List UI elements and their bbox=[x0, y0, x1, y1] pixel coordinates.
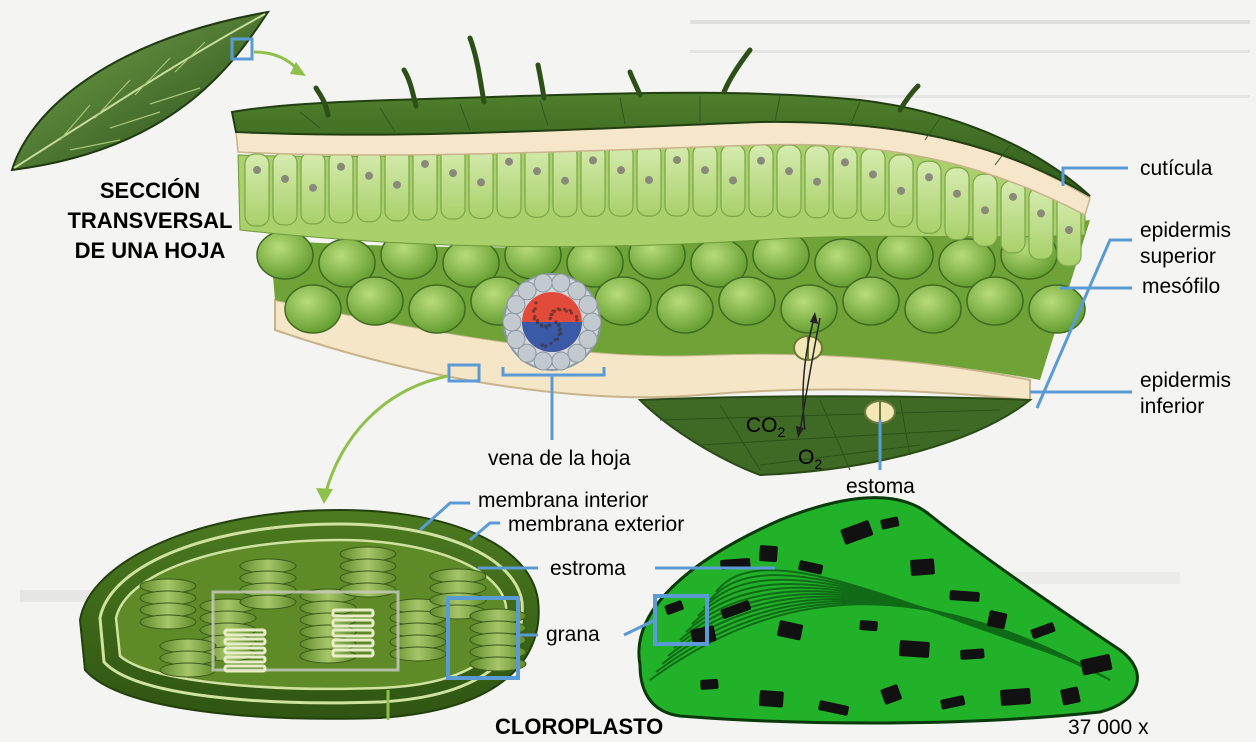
title-line-1: SECCIÓN bbox=[20, 176, 280, 206]
magnification-label: 37 000 x bbox=[1068, 717, 1149, 739]
title-line-3: DE UNA HOJA bbox=[20, 236, 280, 266]
label-inner-membrane: membrana interior bbox=[478, 490, 648, 512]
label-stroma: estroma bbox=[550, 558, 626, 580]
lower-epidermis-line-1: epidermis bbox=[1140, 370, 1231, 392]
zoom-arrow-cell bbox=[325, 376, 448, 495]
label-outer-membrane: membrana exterior bbox=[508, 514, 684, 536]
lower-epidermis-line-2: inferior bbox=[1140, 396, 1231, 418]
co2-subscript: 2 bbox=[778, 424, 786, 440]
leaf-cross-section bbox=[232, 38, 1090, 475]
leaf-section-title: SECCIÓN TRANSVERSAL DE UNA HOJA bbox=[20, 176, 280, 266]
upper-epidermis-line-2: superior bbox=[1140, 246, 1231, 268]
label-o2: O2 bbox=[798, 447, 822, 475]
chloroplast-illustration bbox=[80, 510, 539, 720]
upper-epidermis-line-1: epidermis bbox=[1140, 220, 1231, 242]
leaf-illustration bbox=[12, 12, 268, 170]
label-co2: CO2 bbox=[746, 415, 785, 443]
leaf-vein-bundle bbox=[503, 274, 601, 370]
chloroplast-micrograph bbox=[639, 498, 1138, 723]
label-mesophyll: mesófilo bbox=[1142, 276, 1220, 298]
label-cuticle: cutícula bbox=[1140, 158, 1212, 180]
chloroplast-title: CLOROPLASTO bbox=[495, 712, 663, 742]
title-line-2: TRANSVERSAL bbox=[20, 206, 280, 236]
o2-subscript: 2 bbox=[814, 456, 822, 472]
label-leaf-vein: vena de la hoja bbox=[488, 448, 630, 470]
label-grana: grana bbox=[546, 624, 600, 646]
label-stoma: estoma bbox=[846, 476, 915, 498]
label-lower-epidermis: epidermis inferior bbox=[1140, 370, 1231, 418]
co2-text: CO bbox=[746, 414, 778, 437]
o2-text: O bbox=[798, 446, 814, 469]
label-upper-epidermis: epidermis superior bbox=[1140, 220, 1231, 268]
